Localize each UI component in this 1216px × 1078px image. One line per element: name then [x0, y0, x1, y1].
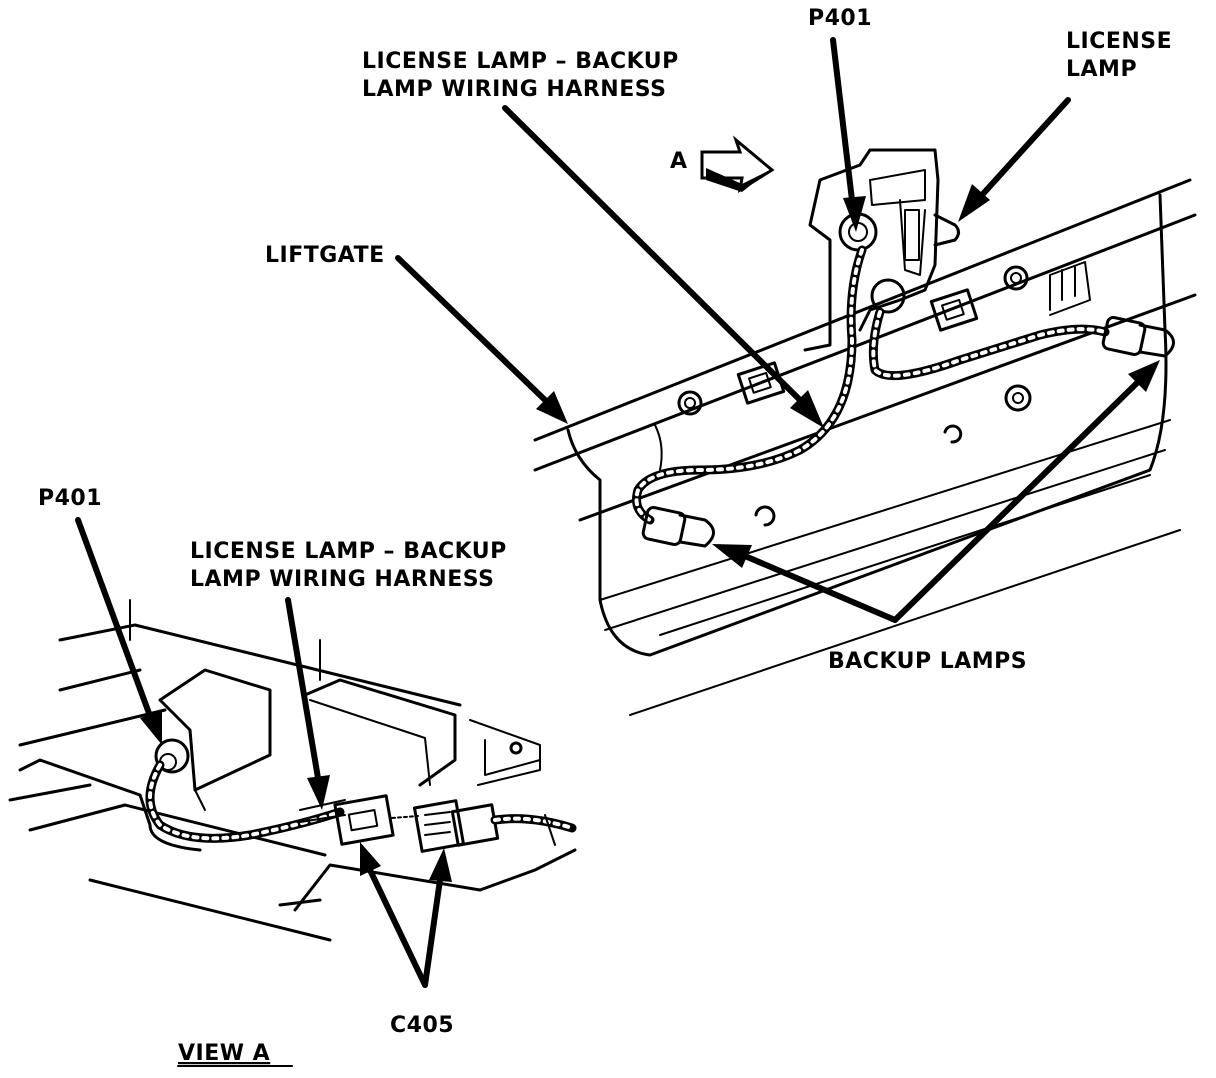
backup-lamp-right [1101, 316, 1175, 358]
label-license-lamp-line1: LICENSE [1066, 29, 1172, 54]
label-c405: C405 [390, 1013, 454, 1038]
view-a-assembly [8, 599, 577, 942]
backup-lamp-left [641, 506, 715, 548]
label-harness-top-line2: LAMP WIRING HARNESS [362, 77, 666, 102]
label-harness-left-line1: LICENSE LAMP – BACKUP [190, 539, 507, 564]
label-view-arrow: A [670, 149, 688, 174]
view-direction-arrow-icon [700, 135, 775, 194]
pointer-arrows [75, 37, 1160, 988]
label-harness-left-line2: LAMP WIRING HARNESS [190, 567, 494, 592]
label-p401-left: P401 [38, 486, 102, 511]
label-p401-top: P401 [808, 6, 872, 31]
label-backup-lamps: BACKUP LAMPS [828, 649, 1027, 674]
label-harness-top-line1: LICENSE LAMP – BACKUP [362, 49, 679, 74]
liftgate-assembly [533, 148, 1197, 716]
connector-icon [333, 794, 500, 853]
label-license-lamp-line2: LAMP [1066, 57, 1137, 82]
label-view-a: VIEW A [178, 1041, 270, 1066]
label-liftgate: LIFTGATE [265, 243, 385, 268]
